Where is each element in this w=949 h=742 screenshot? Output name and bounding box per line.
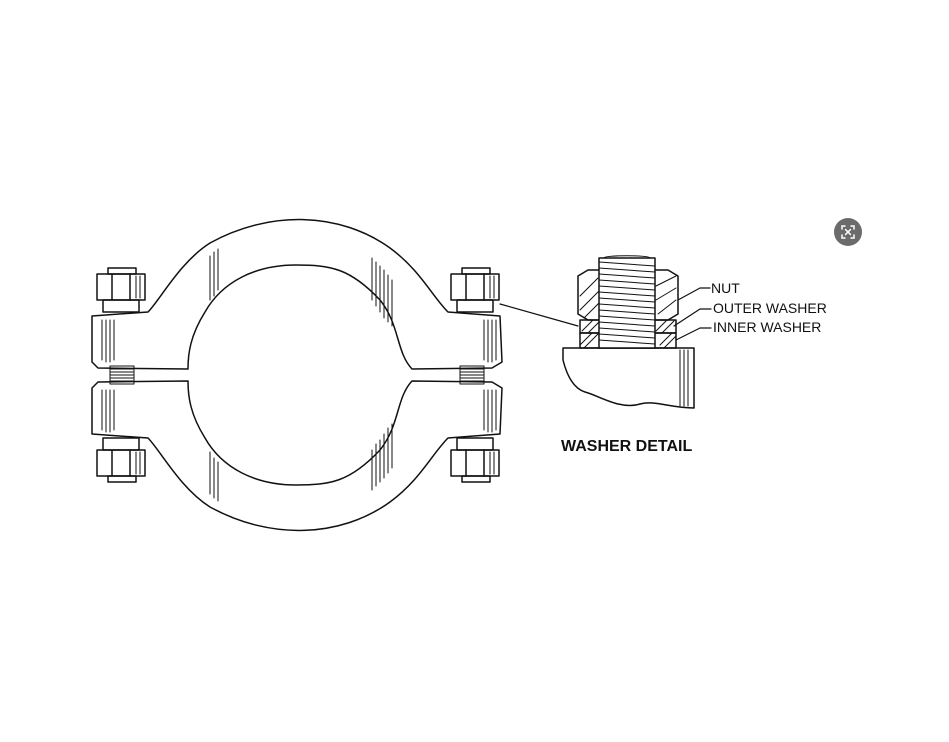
clamp-upper-half: [91, 218, 503, 370]
nut-label: NUT: [711, 280, 740, 296]
clamp-nut-bottom-right: [450, 437, 500, 483]
washer-detail: [562, 255, 712, 409]
expand-icon: [841, 225, 855, 239]
clamp-lower-half: [91, 380, 503, 532]
inner-washer-label: INNER WASHER: [713, 319, 822, 335]
clamp-nut-bottom-left: [96, 437, 146, 483]
detail-threaded-stud: [598, 257, 656, 349]
nut-leader: [677, 287, 711, 301]
expand-button[interactable]: [834, 218, 862, 246]
clamp-bolt-threads: [109, 365, 485, 385]
clamp-nut-top-right: [450, 267, 500, 313]
detail-base-plate: [562, 347, 695, 409]
outer-washer-leader: [673, 308, 712, 327]
detail-leader-line: [499, 303, 579, 327]
inner-washer-leader: [675, 327, 712, 341]
outer-washer-label: OUTER WASHER: [713, 300, 827, 316]
washer-detail-title: WASHER DETAIL: [561, 438, 693, 455]
clamp-shading: [101, 248, 497, 502]
clamp-nut-top-left: [96, 267, 146, 313]
clamp-assembly: [91, 218, 579, 532]
